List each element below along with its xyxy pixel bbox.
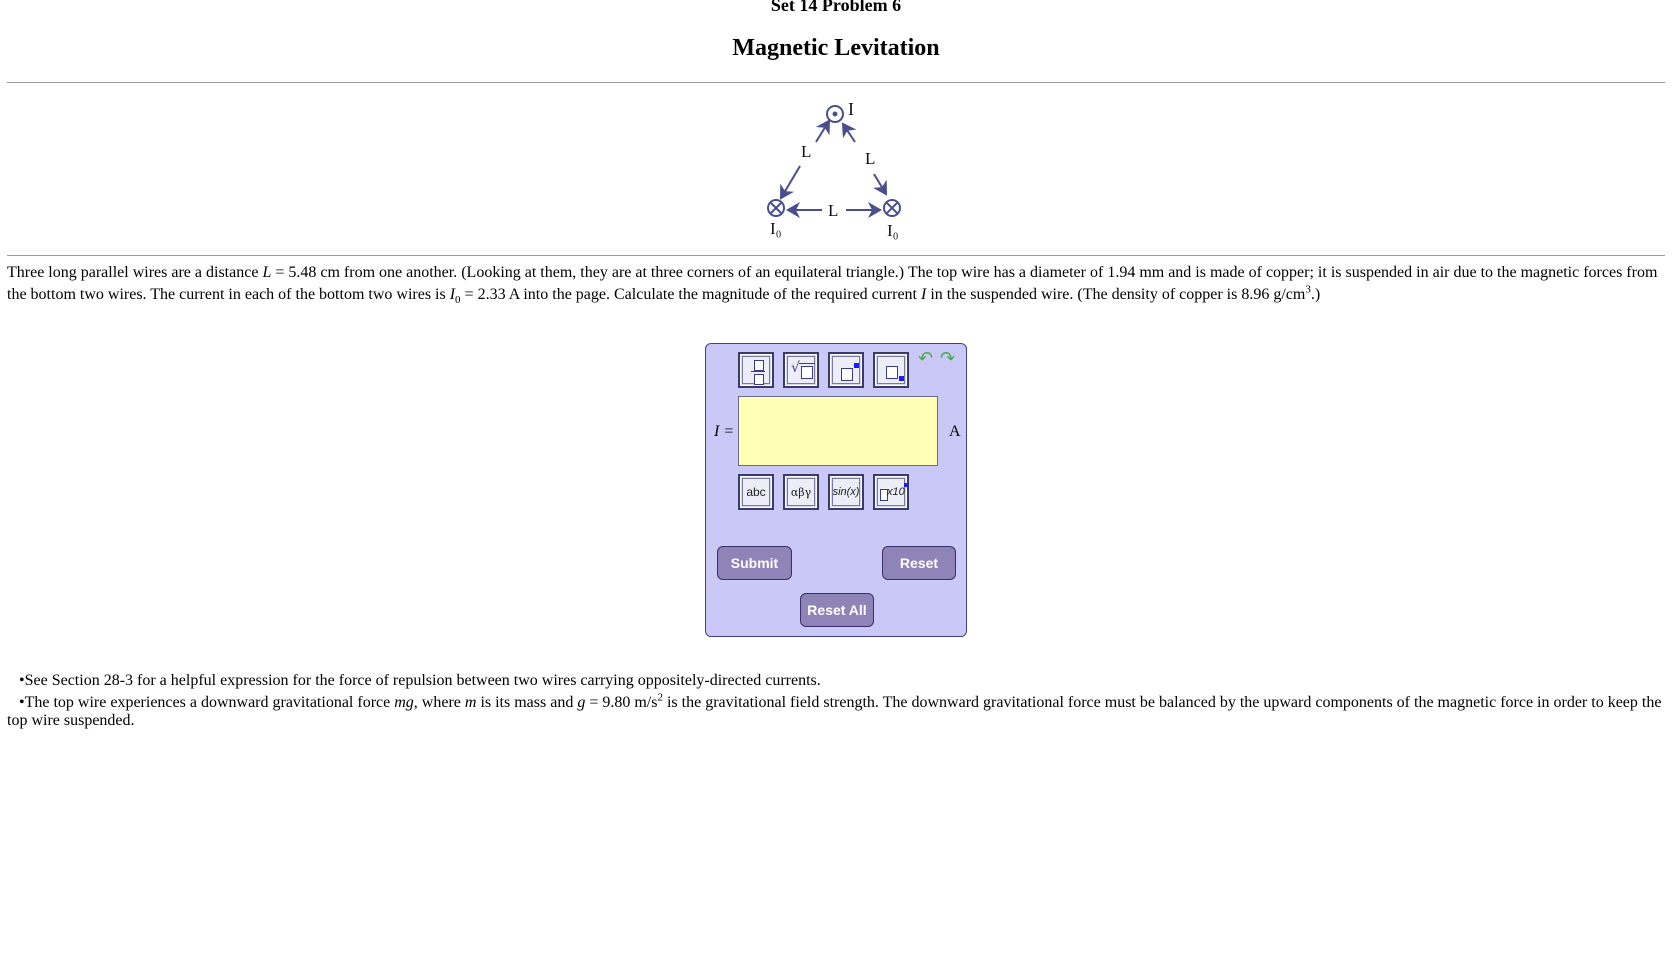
superscript-two: 2 [657,691,663,704]
superscript-icon [832,356,860,384]
answer-label-text: I = [714,423,735,440]
reset-button[interactable]: Reset [882,546,956,580]
bottom-length-label: L [828,201,838,220]
fraction-button[interactable] [738,352,774,388]
subscript-zero: 0 [455,294,461,307]
answer-input[interactable] [738,396,938,466]
hint-2: •The top wire experiences a downward gra… [7,691,1665,730]
right-side-length-label: L [865,149,875,168]
problem-text: in the suspended wire. (The density of c… [926,286,1306,303]
box-icon [880,489,888,501]
top-wire-icon [826,105,844,123]
var-mg: mg [394,694,414,711]
button-face: sin(x) [832,478,860,506]
var-L: L [262,264,272,281]
hint-1: •See Section 28-3 for a helpful expressi… [19,672,821,689]
subscript-button[interactable] [873,352,909,388]
problem-text: .) [1310,286,1321,303]
problem-text: = 5.48 cm from one another. (Looking at … [7,264,1658,303]
left-wire-current-label: I₀ [770,219,782,238]
reset-all-button[interactable]: Reset All [800,593,874,627]
hint-text: is its mass and [476,694,578,711]
button-face: x10 [877,478,908,506]
hints: •See Section 28-3 for a helpful expressi… [7,672,1665,734]
superscript-three: 3 [1305,283,1311,296]
function-label: sin(x) [832,486,860,498]
superscript-button[interactable] [828,352,864,388]
var-I: I [920,286,927,303]
button-face: αβγ [787,478,815,506]
fraction-icon [742,356,770,385]
divider [7,82,1665,83]
greek-keyboard-button[interactable]: αβγ [783,474,819,510]
wire-triangle-diagram: I I₀ I₀ L L L [767,99,901,240]
subscript-icon [877,356,905,384]
set-label: Set 14 Problem 6 [770,0,902,15]
problem-text: = 2.33 A into the page. Calculate the ma… [460,286,921,303]
square-root-button[interactable]: √ [783,352,819,388]
button-face: abc [742,478,770,506]
left-side-arrow-up [815,119,831,143]
top-wire-current-label: I [848,99,854,119]
var-g: g [577,694,586,711]
var-I0: I [449,286,456,303]
right-wire-current-label: I₀ [887,221,899,240]
undo-icon[interactable]: ↶ [918,348,934,369]
right-side-arrow-up [841,122,857,143]
hint-text: = 9.80 m/s [585,694,658,711]
problem-statement: Three long parallel wires are a distance… [7,262,1665,306]
var-m: m [464,694,477,711]
page-title: Magnetic Levitation [732,35,940,61]
right-side-arrow-down [872,173,888,196]
scientific-notation-button[interactable]: x10 [873,474,909,510]
problem-text: Three long parallel wires are a distance [7,264,263,281]
divider [7,255,1665,256]
hint-text: •The top wire experiences a downward gra… [19,694,395,711]
answer-widget: √ ↶ ↷ I = A abc [705,343,967,637]
answer-label: I = [714,422,734,442]
left-wire-icon [767,199,785,217]
redo-icon[interactable]: ↷ [940,348,956,369]
left-side-length-label: L [801,142,811,161]
abc-keyboard-button[interactable]: abc [738,474,774,510]
x10-label: x10 [887,486,905,498]
submit-button[interactable]: Submit [717,546,792,580]
exponent-dot [904,483,908,487]
unit-label: A [949,423,961,440]
function-keyboard-button[interactable]: sin(x) [828,474,864,510]
square-root-icon: √ [787,356,815,384]
abc-label: abc [746,485,766,499]
greek-label: αβγ [790,485,812,499]
left-side-arrow-down [779,165,801,200]
right-wire-icon [883,199,901,217]
hint-text: , where [413,694,465,711]
hint-text: is the gravitational field strength. The… [7,694,1662,729]
